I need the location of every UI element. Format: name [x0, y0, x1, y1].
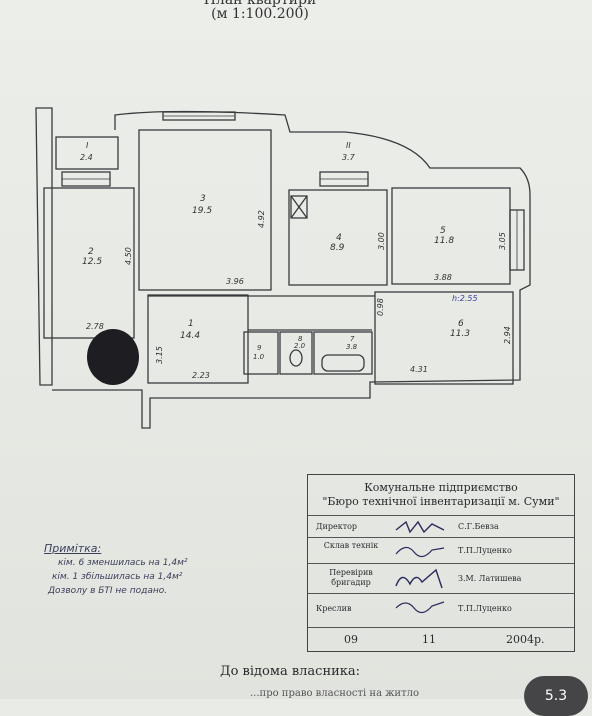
- room-I-area: 2.4: [80, 153, 93, 162]
- photo-smudge: [87, 329, 139, 385]
- signature-foreman: [395, 568, 443, 589]
- date-day: 09: [344, 633, 358, 646]
- dim-492: 4.92: [257, 210, 266, 228]
- room-4-area: 8.9: [330, 243, 345, 253]
- owner-notice: До відома власника:: [220, 664, 361, 679]
- stamp-row-foreman: Перевірив бригадир З.М. Латишева: [308, 563, 574, 594]
- date-year: 2004р.: [506, 633, 545, 646]
- left-balcony-outline: [35, 107, 53, 386]
- plan-scale: (м 1:100.200): [211, 6, 309, 22]
- stove-outline: [290, 195, 308, 219]
- title-block: Комунальне підприємство "Бюро технічної …: [307, 474, 575, 652]
- signature-technician: [395, 546, 445, 558]
- room-4-outline: [288, 189, 388, 286]
- room-1-num: 1: [188, 319, 194, 329]
- room-2-outline: [43, 187, 135, 339]
- room-8-outline: [279, 331, 313, 375]
- stamp-row-director: Директор С.Г.Бевза: [308, 515, 574, 538]
- floor-plan: I 2.4 2 12.5 3 19.5 II 3.7 4 8.9 5 11.8 …: [35, 107, 531, 429]
- room-1-outline: [147, 294, 249, 384]
- dim-300: 3.00: [377, 232, 386, 250]
- overlay-badge[interactable]: 5.3: [524, 676, 588, 716]
- signature-director: [395, 520, 445, 534]
- dim-388: 3.88: [434, 273, 452, 282]
- signature-drafter: [395, 601, 445, 614]
- dim-278: 2.78: [86, 322, 104, 331]
- dimension-labels: 4.92 4.50 3.96 3.00 3.05 3.88 2.78 3.15 …: [86, 210, 512, 380]
- room-3-outline: [138, 129, 272, 291]
- room-2-area: 12.5: [82, 257, 102, 267]
- room-I-num: I: [86, 141, 89, 150]
- ceiling-height: h:2.55: [452, 294, 478, 303]
- room-1-area: 14.4: [180, 331, 200, 341]
- room-I-outline: [55, 136, 119, 170]
- room-5-area: 11.8: [434, 236, 454, 246]
- dim-294: 2.94: [503, 326, 512, 344]
- room-9-outline: [243, 331, 279, 375]
- stamp-row-date: [308, 627, 574, 628]
- plan-title: План квартири: [203, 0, 317, 8]
- bathtub-outline: [321, 354, 365, 372]
- room-7-num: 7: [350, 335, 355, 343]
- room-7-area: 3.8: [346, 343, 358, 351]
- room-3-num: 3: [200, 194, 206, 204]
- org-line-1: Комунальне підприємство: [364, 481, 518, 494]
- note-line-2: кім. 1 збільшилась на 1,4м²: [52, 572, 183, 582]
- dim-223: 2.23: [192, 371, 210, 380]
- room-6-area: 11.3: [450, 329, 470, 339]
- stamp-row-drafter: Креслив Т.П.Луценко: [308, 593, 574, 628]
- note-line-1: кім. 6 зменшилась на 1,4м²: [58, 558, 188, 568]
- dim-431: 4.31: [410, 365, 428, 374]
- room-8-area: 2.0: [294, 342, 306, 350]
- date-month: 11: [422, 633, 436, 646]
- room-labels: I 2.4 2 12.5 3 19.5 II 3.7 4 8.9 5 11.8 …: [80, 141, 470, 361]
- note-line-3: Дозволу в БТІ не подано.: [48, 586, 168, 596]
- room-4-num: 4: [336, 233, 342, 243]
- dim-098: 0.98: [376, 298, 385, 316]
- toilet-outline: [289, 349, 303, 367]
- stamp-row-technician: Склав технік Т.П.Луценко: [308, 537, 574, 564]
- room-6-num: 6: [458, 319, 464, 329]
- room-7-outline: [313, 331, 373, 375]
- room-II-num: II: [346, 141, 351, 150]
- room-9-num: 9: [257, 344, 262, 352]
- dim-305: 3.05: [498, 232, 507, 250]
- room-6-outline: [374, 291, 514, 385]
- room-2-num: 2: [88, 247, 94, 257]
- room-8-num: 8: [298, 335, 303, 343]
- note-title: Примітка:: [44, 542, 102, 555]
- room-5-num: 5: [440, 226, 446, 236]
- room-9-area: 1.0: [253, 353, 265, 361]
- dim-450: 4.50: [124, 247, 133, 265]
- footer-partial-text: ...про право власності на житло: [250, 688, 419, 699]
- org-line-2: "Бюро технічної інвентаризації м. Суми": [322, 495, 560, 508]
- room-3-area: 19.5: [192, 206, 212, 216]
- room-II-area: 3.7: [342, 153, 356, 162]
- dim-396: 3.96: [226, 277, 244, 286]
- dim-315: 3.15: [155, 346, 164, 364]
